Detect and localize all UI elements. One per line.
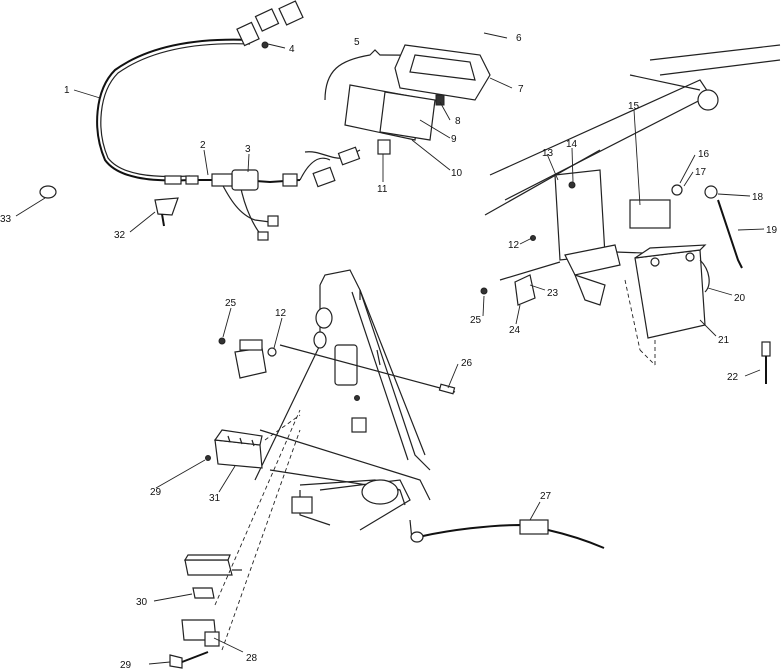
lower-components [169, 554, 242, 669]
callout-1: 1 [64, 85, 70, 96]
fasteners [480, 235, 771, 384]
voltage-regulator [218, 337, 277, 379]
callout-6: 6 [516, 33, 522, 44]
ground-cable [410, 519, 605, 549]
callout-2: 2 [200, 140, 206, 151]
callout-13: 13 [542, 148, 554, 159]
callout-12-regulator: 12 [275, 308, 287, 319]
callout-19: 19 [766, 225, 778, 236]
rectifier-block [205, 429, 263, 469]
callout-7: 7 [518, 84, 524, 95]
callout-29-lower: 29 [120, 660, 132, 671]
callout-24: 24 [509, 325, 521, 336]
callout-17: 17 [695, 167, 707, 178]
callout-16: 16 [698, 149, 710, 160]
callout-14: 14 [566, 139, 578, 150]
callout-25-regulator: 25 [225, 298, 237, 309]
frame-right [484, 44, 781, 281]
taillight-assembly [304, 44, 491, 188]
callout-9: 9 [451, 134, 457, 145]
callout-8: 8 [455, 116, 461, 127]
callout-25-battery: 25 [470, 315, 482, 326]
battery [629, 199, 707, 339]
frame-center [254, 269, 456, 541]
callout-33: 33 [0, 214, 12, 225]
callout-29-upper: 29 [150, 487, 162, 498]
callout-20: 20 [734, 293, 746, 304]
callout-15: 15 [628, 101, 640, 112]
callout-4: 4 [289, 44, 295, 55]
loose-parts-left [39, 185, 179, 227]
callout-5: 5 [354, 37, 360, 48]
callout-10: 10 [451, 168, 463, 179]
relay-connector [211, 169, 259, 191]
callout-18: 18 [752, 192, 764, 203]
callout-31: 31 [209, 493, 221, 504]
callout-30: 30 [136, 597, 148, 608]
dashed-guides [214, 279, 656, 651]
battery-bracket [554, 169, 621, 306]
switch-assembly [236, 0, 304, 49]
callout-labels: 1 2 3 4 5 6 7 8 9 10 11 12 12 13 14 15 1… [0, 33, 778, 671]
leader-lines [15, 32, 765, 665]
callout-22: 22 [727, 372, 739, 383]
callout-3: 3 [245, 144, 251, 155]
callout-12-battery: 12 [508, 240, 520, 251]
callout-28: 28 [246, 653, 258, 664]
wiring-harness [96, 38, 331, 241]
callout-23: 23 [547, 288, 559, 299]
battery-cables [671, 184, 743, 293]
callout-27: 27 [540, 491, 552, 502]
callout-26: 26 [461, 358, 473, 369]
callout-32: 32 [114, 230, 126, 241]
callout-21: 21 [718, 335, 730, 346]
callout-11: 11 [377, 184, 388, 195]
